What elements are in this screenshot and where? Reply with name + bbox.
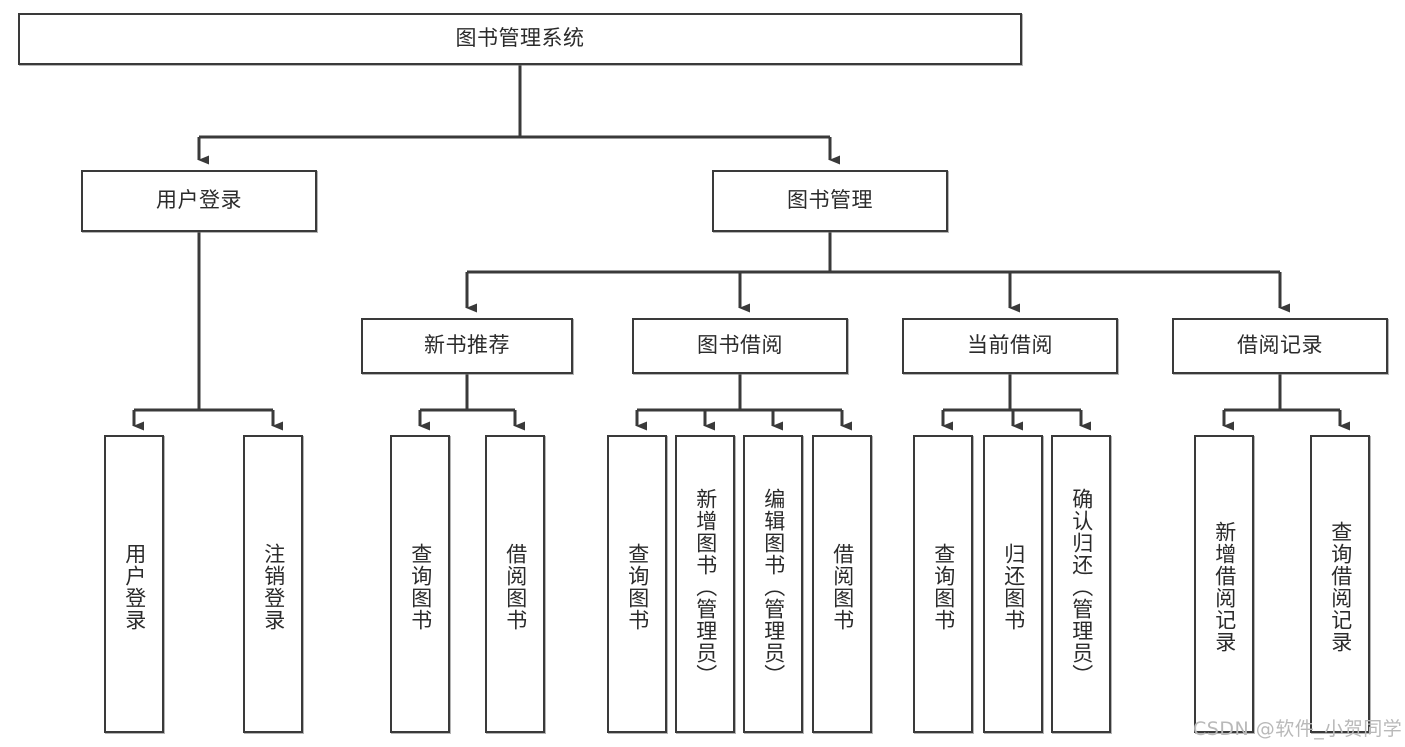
- leaf-inner: 注销登录: [245, 443, 301, 731]
- node-leaf-add-borrow-record-label: 新增借阅记录: [1212, 521, 1237, 653]
- node-leaf-borrow-book-label: 借阅图书: [830, 543, 855, 631]
- node-new-book-recommend-label: 新书推荐: [424, 333, 510, 358]
- node-leaf-logout-label: 注销登录: [261, 543, 286, 631]
- node-leaf-query-book-recommend[interactable]: 查询图书: [390, 435, 450, 733]
- node-current-borrow-label: 当前借阅: [967, 333, 1053, 358]
- node-book-management-label: 图书管理: [787, 188, 873, 213]
- node-leaf-query-book-borrow[interactable]: 查询图书: [607, 435, 667, 733]
- leaf-inner: 查询借阅记录: [1312, 443, 1368, 731]
- node-leaf-edit-book[interactable]: 编辑图书（管理员）: [743, 435, 803, 733]
- node-leaf-add-book[interactable]: 新增图书（管理员）: [675, 435, 735, 733]
- node-borrow-record[interactable]: 借阅记录: [1172, 318, 1388, 374]
- node-root[interactable]: 图书管理系统: [18, 13, 1022, 65]
- node-leaf-confirm-return[interactable]: 确认归还（管理员）: [1051, 435, 1111, 733]
- leaf-inner: 新增借阅记录: [1196, 443, 1252, 731]
- node-current-borrow[interactable]: 当前借阅: [902, 318, 1118, 374]
- node-leaf-add-book-label: 新增图书（管理员）: [693, 488, 718, 686]
- node-leaf-edit-book-label: 编辑图书（管理员）: [761, 488, 786, 686]
- node-leaf-query-book-current-label: 查询图书: [931, 543, 956, 631]
- node-leaf-return-book-label: 归还图书: [1001, 543, 1026, 631]
- node-leaf-query-book-recommend-label: 查询图书: [408, 543, 433, 631]
- leaf-inner: 用户登录: [106, 443, 162, 731]
- node-leaf-query-borrow-record-label: 查询借阅记录: [1328, 521, 1353, 653]
- watermark-text: CSDN @软件_小贺同学: [1193, 718, 1403, 740]
- leaf-inner: 查询图书: [915, 443, 971, 731]
- leaf-inner: 借阅图书: [487, 443, 543, 731]
- leaf-inner: 新增图书（管理员）: [677, 443, 733, 731]
- node-user-login-label: 用户登录: [156, 188, 242, 213]
- node-leaf-return-book[interactable]: 归还图书: [983, 435, 1043, 733]
- leaf-inner: 确认归还（管理员）: [1053, 443, 1109, 731]
- leaf-inner: 借阅图书: [814, 443, 870, 731]
- node-book-borrow[interactable]: 图书借阅: [632, 318, 848, 374]
- node-book-management[interactable]: 图书管理: [712, 170, 948, 232]
- node-leaf-user-login[interactable]: 用户登录: [104, 435, 164, 733]
- node-new-book-recommend[interactable]: 新书推荐: [361, 318, 573, 374]
- node-leaf-borrow-book[interactable]: 借阅图书: [812, 435, 872, 733]
- node-user-login[interactable]: 用户登录: [81, 170, 317, 232]
- leaf-inner: 编辑图书（管理员）: [745, 443, 801, 731]
- node-leaf-logout[interactable]: 注销登录: [243, 435, 303, 733]
- node-root-label: 图书管理系统: [455, 26, 585, 51]
- node-leaf-borrow-book-recommend[interactable]: 借阅图书: [485, 435, 545, 733]
- leaf-inner: 归还图书: [985, 443, 1041, 731]
- node-book-borrow-label: 图书借阅: [697, 333, 783, 358]
- leaf-inner: 查询图书: [392, 443, 448, 731]
- node-leaf-query-book-current[interactable]: 查询图书: [913, 435, 973, 733]
- node-leaf-query-book-borrow-label: 查询图书: [625, 543, 650, 631]
- node-leaf-query-borrow-record[interactable]: 查询借阅记录: [1310, 435, 1370, 733]
- node-borrow-record-label: 借阅记录: [1237, 333, 1323, 358]
- node-leaf-user-login-label: 用户登录: [122, 543, 147, 631]
- leaf-inner: 查询图书: [609, 443, 665, 731]
- node-leaf-confirm-return-label: 确认归还（管理员）: [1069, 488, 1094, 686]
- node-leaf-borrow-book-recommend-label: 借阅图书: [503, 543, 528, 631]
- node-leaf-add-borrow-record[interactable]: 新增借阅记录: [1194, 435, 1254, 733]
